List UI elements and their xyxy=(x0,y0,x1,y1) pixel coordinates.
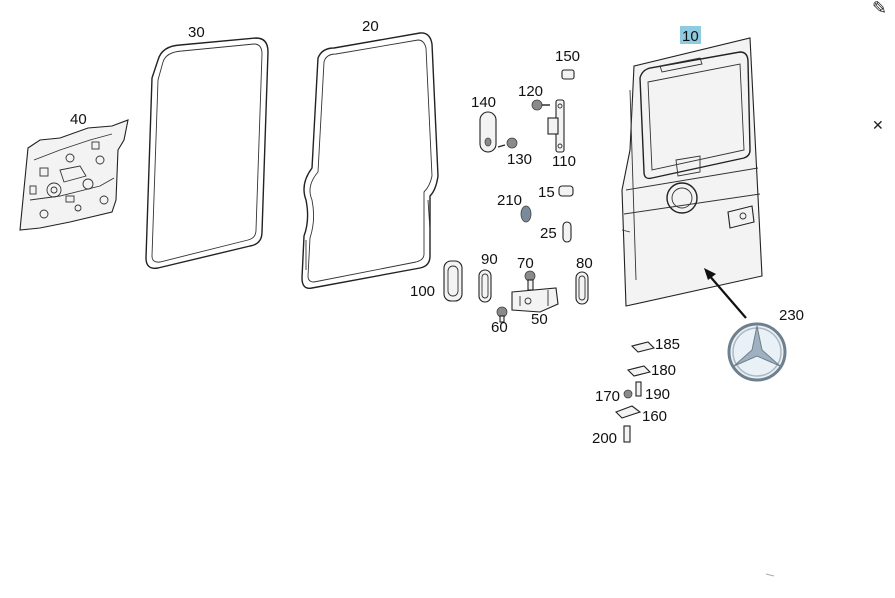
label-15: 15 xyxy=(538,184,555,201)
part-160-plate[interactable] xyxy=(615,405,642,419)
part-50-hinge[interactable] xyxy=(511,287,559,313)
part-80-trim-ring[interactable] xyxy=(575,271,589,305)
right-edge-toolbar: ✎ ✕ xyxy=(870,0,895,160)
part-25-grommet[interactable] xyxy=(562,221,572,243)
label-40: 40 xyxy=(70,111,87,128)
label-10: 10 xyxy=(682,28,699,45)
part-90-trim-ring[interactable] xyxy=(478,269,492,303)
part-15-pin[interactable] xyxy=(558,185,574,197)
label-30: 30 xyxy=(188,24,205,41)
edit-icon[interactable]: ✎ xyxy=(872,0,888,19)
label-80: 80 xyxy=(576,255,593,272)
part-100-handle-cover[interactable] xyxy=(443,260,463,302)
label-60: 60 xyxy=(491,319,508,336)
close-icon[interactable]: ✕ xyxy=(872,118,884,134)
callout-labels: 10 30 20 40 150 120 140 130 110 15 210 2… xyxy=(70,18,804,447)
part-140-handle[interactable] xyxy=(479,111,497,153)
part-70-bolt[interactable] xyxy=(524,270,536,291)
part-200-screw[interactable] xyxy=(623,425,631,443)
label-25: 25 xyxy=(540,225,557,242)
part-170-nut[interactable] xyxy=(623,389,633,399)
label-230: 230 xyxy=(779,307,804,324)
label-20: 20 xyxy=(362,18,379,35)
label-180: 180 xyxy=(651,362,676,379)
label-140: 140 xyxy=(471,94,496,111)
label-200: 200 xyxy=(592,430,617,447)
scan-mark xyxy=(765,573,775,577)
label-70: 70 xyxy=(517,255,534,272)
label-120: 120 xyxy=(518,83,543,100)
part-190-screw[interactable] xyxy=(635,381,642,397)
label-130: 130 xyxy=(507,151,532,168)
highlight-part-10 xyxy=(680,26,701,44)
label-160: 160 xyxy=(642,408,667,425)
part-120-screw[interactable] xyxy=(531,99,550,111)
label-90: 90 xyxy=(481,251,498,268)
label-170: 170 xyxy=(595,388,620,405)
part-150-buffer[interactable] xyxy=(561,69,575,80)
label-190: 190 xyxy=(645,386,670,403)
label-110: 110 xyxy=(552,153,576,170)
part-130-screw[interactable] xyxy=(497,137,518,149)
part-60-bolt[interactable] xyxy=(496,306,508,323)
label-150: 150 xyxy=(555,48,580,65)
part-110-bracket[interactable] xyxy=(547,99,565,153)
part-30-door-seal[interactable] xyxy=(145,37,269,269)
part-20-frame-seal[interactable] xyxy=(301,32,439,289)
part-40-inner-frame[interactable] xyxy=(19,119,129,231)
label-100: 100 xyxy=(410,283,435,300)
part-210-plug[interactable] xyxy=(520,205,532,223)
part-230-star-emblem[interactable] xyxy=(727,322,787,382)
label-50: 50 xyxy=(531,311,548,328)
part-180-clip[interactable] xyxy=(626,365,652,377)
part-10-sliding-door[interactable] xyxy=(621,37,763,307)
label-185: 185 xyxy=(655,336,680,353)
label-210: 210 xyxy=(497,192,522,209)
pointer-arrow xyxy=(704,268,747,319)
part-185-clip[interactable] xyxy=(630,341,656,353)
